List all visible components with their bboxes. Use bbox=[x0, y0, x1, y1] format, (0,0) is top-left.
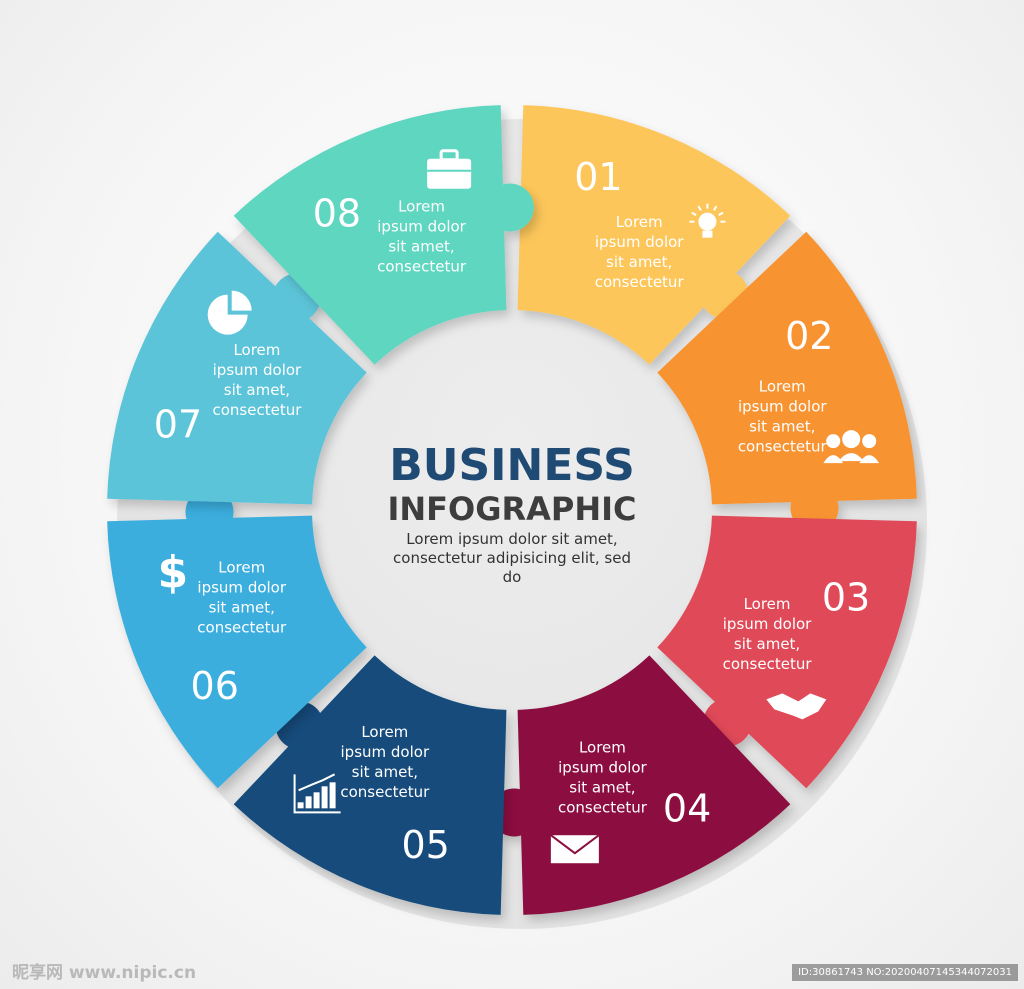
segment-text-line: ipsum dolor bbox=[738, 398, 827, 416]
segment-text-line: consectetur bbox=[723, 655, 813, 673]
segment-text-line: ipsum dolor bbox=[595, 233, 684, 251]
segment-labels-08: 08 Lorem ipsum dolor sit amet, consectetur bbox=[313, 149, 472, 276]
segment-text-line: consectetur bbox=[738, 438, 828, 456]
segment-text-line: sit amet, bbox=[606, 253, 672, 271]
segment-text-line: Lorem bbox=[361, 723, 408, 741]
segment-text-line: sit amet, bbox=[569, 778, 635, 796]
segment-labels-03: 03 Lorem ipsum dolor sit amet, consectetur bbox=[723, 575, 870, 720]
dollar-icon: $ bbox=[157, 547, 188, 598]
briefcase-icon bbox=[427, 149, 472, 189]
segment-shape-06 bbox=[107, 515, 367, 789]
segment-text-line: sit amet, bbox=[388, 238, 454, 256]
segment-text-line: sit amet, bbox=[224, 381, 290, 399]
segment-labels-05: 05 Lorem ipsum dolor sit amet, consectetur bbox=[293, 723, 450, 867]
mail-icon bbox=[550, 834, 600, 864]
segment-text-line: Lorem bbox=[744, 595, 791, 613]
lightbulb-icon bbox=[689, 203, 726, 238]
segment-text-line: Lorem bbox=[218, 558, 265, 576]
segment-number-07: 07 bbox=[154, 403, 202, 447]
segment-text-line: sit amet, bbox=[209, 598, 275, 616]
segment-text-line: ipsum dolor bbox=[341, 743, 430, 761]
segment-text-line: consectetur bbox=[558, 798, 648, 816]
segment-text-line: consectetur bbox=[197, 618, 287, 636]
segment-number-03: 03 bbox=[822, 575, 870, 619]
segment-labels-06: 06 Lorem ipsum dolor sit amet, consectetur $ bbox=[157, 547, 287, 708]
segment-shape-07 bbox=[107, 231, 367, 505]
segment-labels-07: 07 Lorem ipsum dolor sit amet, consectetur bbox=[154, 290, 302, 447]
segment-shape-01 bbox=[517, 105, 791, 365]
segment-text-line: ipsum dolor bbox=[213, 361, 302, 379]
people-icon bbox=[823, 430, 880, 464]
segment-text-line: consectetur bbox=[212, 401, 302, 419]
segment-text-line: consectetur bbox=[595, 273, 685, 291]
segment-labels-04: 04 Lorem ipsum dolor sit amet, consectetur bbox=[550, 738, 711, 864]
segment-text-line: Lorem bbox=[579, 738, 626, 756]
segment-number-06: 06 bbox=[191, 664, 239, 708]
segment-text-line: Lorem bbox=[233, 341, 280, 359]
segment-shape-05 bbox=[233, 655, 507, 915]
segment-text-line: sit amet, bbox=[352, 763, 418, 781]
svg-text:$: $ bbox=[157, 547, 188, 598]
segment-text-line: Lorem bbox=[616, 213, 663, 231]
segment-text-line: sit amet, bbox=[749, 418, 815, 436]
segment-text-line: ipsum dolor bbox=[558, 758, 647, 776]
handshake-icon bbox=[766, 693, 827, 720]
segment-number-04: 04 bbox=[663, 786, 711, 830]
segment-text-line: Lorem bbox=[398, 198, 445, 216]
segment-text-line: Lorem bbox=[759, 378, 806, 396]
title-infographic: INFOGRAPHIC bbox=[387, 490, 637, 528]
segment-text-line: consectetur bbox=[377, 258, 467, 276]
segment-number-08: 08 bbox=[313, 192, 361, 236]
segment-number-02: 02 bbox=[785, 314, 833, 358]
center-description: Lorem ipsum dolor sit amet, consectetur … bbox=[393, 530, 631, 586]
puzzle-tab-08 bbox=[485, 183, 534, 232]
watermark-right: ID:30861743 NO:20200407145344072031 bbox=[792, 964, 1018, 981]
segment-text-line: ipsum dolor bbox=[197, 578, 286, 596]
segment-shape-03 bbox=[657, 515, 917, 789]
title-business: BUSINESS bbox=[389, 440, 635, 491]
watermark-left: 昵享网 www.nipic.cn bbox=[12, 963, 197, 983]
bar-chart-icon bbox=[293, 773, 341, 814]
segment-text-line: sit amet, bbox=[734, 635, 800, 653]
segment-text-line: consectetur bbox=[340, 783, 430, 801]
segment-text-line: ipsum dolor bbox=[723, 615, 812, 633]
segment-number-05: 05 bbox=[401, 823, 449, 867]
segment-number-01: 01 bbox=[574, 155, 622, 199]
segment-text-line: ipsum dolor bbox=[377, 218, 466, 236]
pie-chart-icon bbox=[207, 290, 252, 335]
